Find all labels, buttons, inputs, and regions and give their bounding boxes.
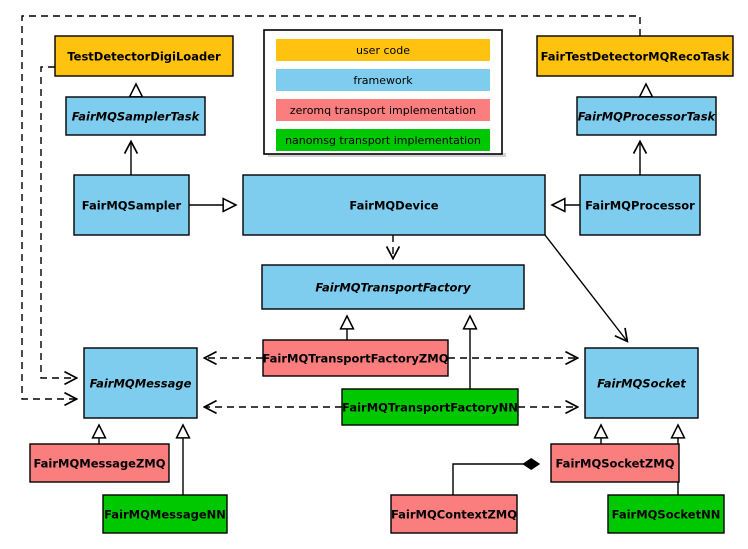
class-name-label: FairMQContextZMQ	[391, 508, 517, 522]
node-layer: TestDetectorDigiLoader FairTestDetectorMQ…	[29, 35, 734, 534]
legend-label: user code	[356, 44, 410, 57]
class-box	[576, 96, 717, 136]
class-box	[65, 96, 206, 136]
edge-layer	[21, 15, 678, 495]
edge-recotask-to-message	[21, 15, 641, 399]
class-node-FairMQSocket[interactable]: FairMQSocket	[584, 347, 699, 419]
edge-device-to-socket	[544, 234, 627, 341]
class-name-label: FairMQProcessorTask	[578, 110, 717, 124]
legend-item-3: nanomsg transport implementation	[276, 129, 490, 151]
class-name-label: FairMQSocketZMQ	[556, 457, 675, 471]
class-node-FairMQSamplerTask[interactable]: FairMQSamplerTask	[65, 96, 206, 136]
legend-item-2: zeromq transport implementation	[276, 99, 490, 121]
class-name-label: FairMQSamplerTask	[72, 110, 201, 124]
legend: user code framework zeromq transport imple…	[263, 29, 506, 157]
class-name-label: FairMQMessageZMQ	[33, 457, 165, 471]
class-box	[579, 174, 701, 236]
class-name-label: FairMQMessage	[90, 377, 192, 391]
class-name-label: FairMQSocket	[597, 377, 686, 391]
class-box	[102, 494, 228, 534]
legend-label: framework	[353, 74, 413, 87]
class-node-FairMQMessageNN[interactable]: FairMQMessageNN	[102, 494, 228, 534]
class-box	[29, 443, 170, 483]
class-node-FairMQSampler[interactable]: FairMQSampler	[73, 174, 190, 236]
class-name-label: FairMQSocketNN	[612, 508, 721, 522]
class-name-label: FairMQProcessor	[585, 199, 695, 213]
class-box	[550, 443, 680, 483]
legend-label: zeromq transport implementation	[290, 104, 476, 117]
class-box	[536, 35, 734, 77]
class-node-TestDetectorDigiLoader[interactable]: TestDetectorDigiLoader	[54, 35, 234, 77]
class-box	[242, 174, 546, 236]
legend-item-1: framework	[276, 69, 490, 91]
class-name-label: FairMQTransportFactoryZMQ	[262, 352, 448, 366]
legend-swatch	[276, 99, 490, 121]
class-box	[83, 347, 198, 419]
class-node-FairMQTransportFactoryNN[interactable]: FairMQTransportFactoryNN	[341, 388, 519, 426]
class-node-FairMQContextZMQ[interactable]: FairMQContextZMQ	[390, 494, 518, 534]
class-name-label: TestDetectorDigiLoader	[67, 50, 221, 64]
class-node-FairMQMessageZMQ[interactable]: FairMQMessageZMQ	[29, 443, 170, 483]
class-node-FairMQSocketZMQ[interactable]: FairMQSocketZMQ	[550, 443, 680, 483]
class-node-FairMQTransportFactoryZMQ[interactable]: FairMQTransportFactoryZMQ	[262, 339, 449, 377]
class-name-label: FairTestDetectorMQRecoTask	[541, 50, 730, 64]
class-box	[390, 494, 518, 534]
class-node-FairMQProcessorTask[interactable]: FairMQProcessorTask	[576, 96, 717, 136]
class-name-label: FairMQMessageNN	[104, 508, 226, 522]
class-node-FairMQMessage[interactable]: FairMQMessage	[83, 347, 198, 419]
class-box	[584, 347, 699, 419]
legend-label: nanomsg transport implementation	[285, 134, 481, 147]
class-box	[262, 339, 449, 377]
class-name-label: FairMQSampler	[82, 199, 182, 213]
class-node-FairMQTransportFactory[interactable]: FairMQTransportFactory	[261, 264, 525, 310]
class-name-label: FairMQTransportFactory	[315, 281, 471, 295]
edge-contextzmq-to-socketzmq	[452, 458, 541, 495]
legend-shadow	[268, 153, 506, 157]
class-node-FairTestDetectorMQRecoTask[interactable]: FairTestDetectorMQRecoTask	[536, 35, 734, 77]
class-box	[607, 494, 725, 534]
edge-digiloader-to-message	[40, 66, 76, 378]
legend-swatch	[276, 69, 490, 91]
legend-swatch	[276, 39, 490, 61]
class-box	[73, 174, 190, 236]
class-node-FairMQProcessor[interactable]: FairMQProcessor	[579, 174, 701, 236]
class-node-FairMQDevice[interactable]: FairMQDevice	[242, 174, 546, 236]
legend-item-0: user code	[276, 39, 490, 61]
legend-swatch	[276, 129, 490, 151]
class-node-FairMQSocketNN[interactable]: FairMQSocketNN	[607, 494, 725, 534]
class-box	[261, 264, 525, 310]
class-name-label: FairMQDevice	[349, 199, 438, 213]
class-box	[54, 35, 234, 77]
class-box	[341, 388, 519, 426]
class-name-label: FairMQTransportFactoryNN	[342, 401, 518, 415]
